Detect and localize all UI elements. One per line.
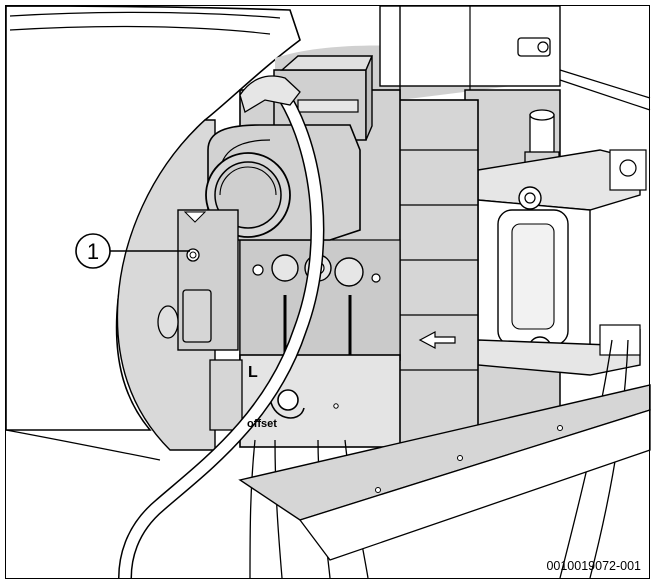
cables [118, 75, 629, 579]
callout-1-circle [75, 233, 111, 269]
base-rail [238, 384, 651, 561]
burner-housing [5, 5, 301, 461]
device-letter-label: L [248, 364, 258, 381]
image-code: 0010019072-001 [546, 559, 641, 573]
offset-label: offset [247, 418, 277, 430]
callout-1-number: 1 [87, 239, 99, 264]
callout-1: 1 [75, 233, 190, 269]
flange-connection [464, 89, 647, 451]
